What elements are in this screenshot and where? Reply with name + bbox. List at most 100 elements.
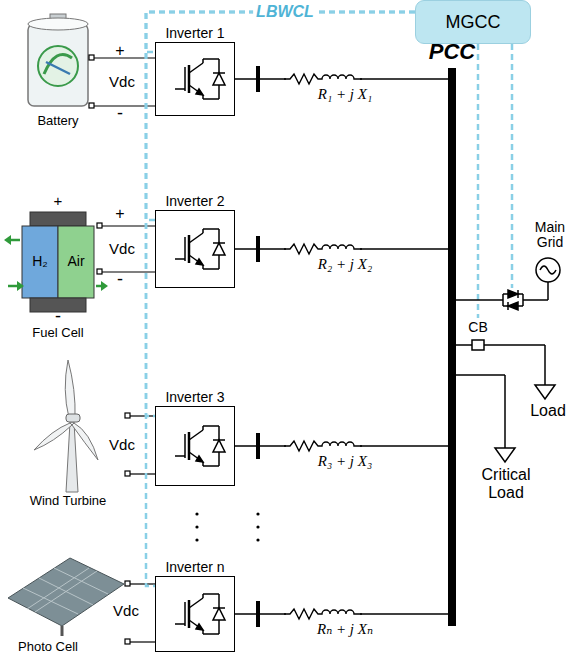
continuation-dots bbox=[195, 538, 198, 541]
load-label: Load bbox=[530, 402, 566, 420]
load-wire bbox=[472, 340, 484, 350]
node-title: Inverter 2 bbox=[165, 193, 224, 211]
terminal-wire bbox=[89, 55, 94, 60]
fuel-cell-icon bbox=[30, 212, 86, 226]
controller-box: MGCC bbox=[415, 0, 531, 44]
terminal-wire bbox=[128, 641, 155, 642]
photo-cell-icon bbox=[23, 588, 78, 614]
impedance-symbol bbox=[286, 71, 360, 85]
wind-turbine-icon bbox=[65, 360, 75, 418]
battery-icon bbox=[28, 18, 88, 30]
node-title: Inverter n bbox=[165, 559, 224, 577]
source-caption: Wind Turbine bbox=[30, 494, 107, 508]
load-wire bbox=[504, 375, 506, 448]
voltage-label: Vdc bbox=[109, 241, 135, 258]
terminal-wire bbox=[89, 55, 155, 108]
terminal-wire bbox=[128, 473, 155, 474]
photo-cell-icon bbox=[8, 558, 124, 626]
source-caption: Battery bbox=[37, 114, 78, 128]
continuation-dots bbox=[256, 538, 259, 541]
node-title: Inverter 3 bbox=[165, 389, 224, 407]
igbt-symbol bbox=[175, 594, 225, 634]
source-caption: Fuel Cell bbox=[32, 326, 83, 340]
terminal-sign: + bbox=[54, 193, 63, 210]
load-wire bbox=[535, 385, 555, 399]
continuation-dots bbox=[256, 525, 259, 528]
load-wire bbox=[456, 340, 555, 462]
terminal-wire bbox=[125, 413, 130, 418]
pcc-bus-bar: PCC bbox=[448, 68, 456, 626]
grid-connection bbox=[456, 299, 503, 301]
impedance-symbol bbox=[284, 74, 362, 84]
grid-connection bbox=[536, 258, 560, 282]
inverter-box: Inverter n bbox=[155, 576, 235, 652]
terminal-wire bbox=[128, 583, 155, 584]
grid-connection bbox=[508, 302, 518, 310]
terminal-wire bbox=[97, 269, 102, 274]
grid-connection bbox=[540, 266, 556, 274]
breaker-label: CB bbox=[468, 320, 487, 335]
voltage-label: Vdc bbox=[109, 74, 135, 91]
continuation-dots bbox=[195, 525, 198, 528]
source-caption: Photo Cell bbox=[18, 640, 78, 654]
control-wire bbox=[511, 44, 514, 288]
fuel-cell-icon bbox=[58, 226, 94, 298]
igbt-symbol bbox=[175, 426, 225, 466]
load-wire bbox=[544, 345, 546, 385]
inverter-box: Inverter 1 bbox=[155, 42, 235, 116]
control-link bbox=[146, 12, 415, 220]
terminal-wire bbox=[97, 223, 102, 228]
node-title: Inverter 1 bbox=[165, 25, 224, 43]
photo-cell-icon bbox=[35, 571, 97, 612]
control-wire bbox=[477, 44, 480, 318]
igbt-symbol bbox=[175, 229, 225, 269]
voltage-label: Vdc bbox=[113, 603, 139, 620]
load-label: Critical Load bbox=[470, 466, 542, 501]
photo-cell-icon bbox=[27, 568, 89, 609]
terminal-wire bbox=[125, 581, 130, 586]
wind-turbine-icon bbox=[34, 360, 98, 492]
fuel-cell-icon bbox=[4, 212, 108, 312]
terminal-sign: - bbox=[117, 104, 123, 124]
impedance-symbol bbox=[284, 441, 362, 451]
inverter-box: Inverter 3 bbox=[155, 406, 235, 486]
grid-connection bbox=[503, 305, 508, 307]
node-title: MGCC bbox=[446, 12, 501, 33]
output-stub bbox=[256, 601, 260, 627]
control-link bbox=[146, 12, 415, 586]
impedance-symbol bbox=[286, 438, 360, 452]
load-wire bbox=[456, 374, 505, 376]
grid-connection bbox=[456, 258, 560, 310]
output-stub bbox=[256, 236, 260, 262]
terminal-sign: + bbox=[115, 205, 124, 223]
wind-turbine-icon bbox=[66, 422, 78, 492]
fuel-cell-icon bbox=[4, 235, 11, 245]
battery-icon bbox=[28, 24, 88, 106]
terminal-wire bbox=[89, 103, 94, 108]
voltage-label: Vdc bbox=[109, 437, 135, 454]
wind-turbine-icon bbox=[66, 414, 80, 422]
gas-label: H₂ bbox=[32, 254, 48, 269]
terminal-sign: - bbox=[117, 270, 123, 290]
output-stub bbox=[256, 66, 260, 92]
impedance-label: R₃ + j X₃ bbox=[315, 453, 375, 470]
load-wire bbox=[456, 344, 545, 346]
output-stub bbox=[256, 433, 260, 459]
terminal-sign: + bbox=[115, 42, 124, 60]
photo-cell-icon bbox=[61, 626, 64, 636]
grid-connection bbox=[508, 290, 518, 298]
impedance-symbol bbox=[286, 241, 360, 255]
control-link bbox=[146, 12, 415, 416]
terminal-wire bbox=[125, 639, 130, 644]
fuel-cell-icon bbox=[101, 281, 108, 291]
grid-connection bbox=[523, 299, 548, 301]
impedance-symbol bbox=[284, 71, 362, 620]
terminal-wire bbox=[125, 471, 130, 476]
grid-label: Main Grid bbox=[526, 220, 574, 251]
terminal-wire bbox=[128, 415, 155, 416]
battery-icon bbox=[44, 54, 72, 74]
link-label: LBWCL bbox=[253, 3, 317, 21]
